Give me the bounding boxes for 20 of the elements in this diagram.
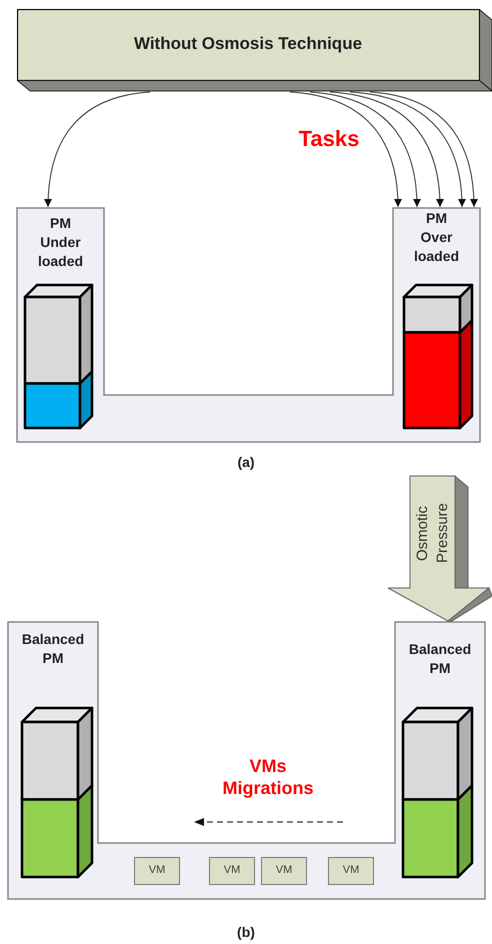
column-label: PM Over loaded (412, 209, 460, 266)
arrow (290, 92, 402, 208)
column-label: Balanced PM (20, 630, 86, 668)
column-label: PM Under loaded (36, 214, 84, 271)
arrow (370, 92, 478, 208)
arrow (44, 92, 150, 208)
annotation-text: VMs Migrations (221, 755, 314, 799)
arrow (330, 92, 444, 208)
annotation-text: Tasks (298, 126, 360, 152)
vm-box: VM (134, 857, 180, 885)
arrow (310, 92, 421, 208)
vm-box: VM (328, 857, 374, 885)
arrow-label: Osmotic Pressure (413, 502, 452, 566)
vm-box: VM (209, 857, 255, 885)
arrow (350, 92, 466, 208)
panel-label: (a) (236, 454, 256, 470)
banner-title: Without Osmosis Technique (132, 34, 364, 54)
panel-label: (b) (236, 924, 256, 940)
vm-box: VM (261, 857, 307, 885)
column-label: Balanced PM (408, 640, 472, 678)
